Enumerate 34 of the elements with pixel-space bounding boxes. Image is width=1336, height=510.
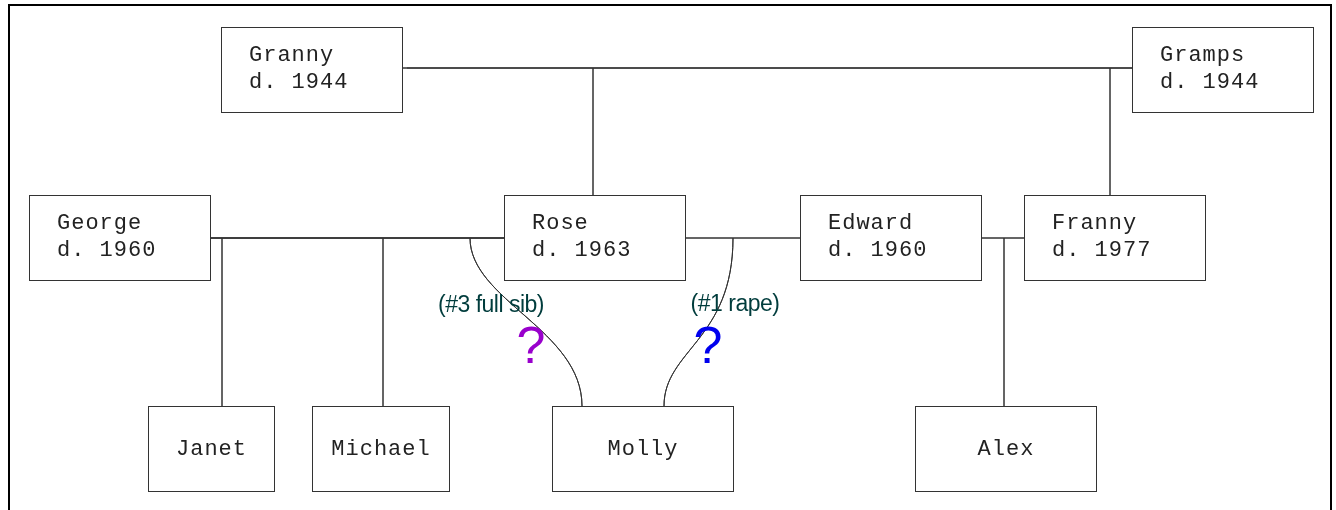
person-box <box>915 406 1097 492</box>
person-name: Michael <box>331 435 431 463</box>
death-year: d. 1960 <box>57 237 158 264</box>
person-box <box>29 195 211 281</box>
person-name: Gramps <box>1160 42 1247 69</box>
person-name: Molly <box>607 435 679 463</box>
question-mark: ? <box>516 319 546 371</box>
person-box <box>221 27 403 113</box>
person-box <box>312 406 450 492</box>
death-year: d. 1944 <box>1160 69 1261 96</box>
person-box <box>1132 27 1314 113</box>
person-box <box>148 406 275 492</box>
person-name: Edward <box>828 210 915 237</box>
death-year: d. 1963 <box>532 237 633 264</box>
person-name: Janet <box>176 435 247 463</box>
person-name: Granny <box>249 42 336 69</box>
person-box <box>504 195 686 281</box>
death-year: d. 1944 <box>249 69 350 96</box>
person-name: Franny <box>1052 210 1139 237</box>
person-box <box>1024 195 1206 281</box>
edge-label: (#3 full sib) <box>438 292 544 316</box>
edge-label: (#1 rape) <box>690 291 780 315</box>
connector-line <box>469 237 583 407</box>
connector-line <box>1109 67 1133 196</box>
person-name: Rose <box>532 210 590 237</box>
question-mark: ? <box>693 319 723 371</box>
person-name: Alex <box>977 435 1035 463</box>
person-box <box>552 406 734 492</box>
connector-line <box>663 237 801 407</box>
death-year: d. 1977 <box>1052 237 1153 264</box>
connector-line <box>1003 237 1025 407</box>
death-year: d. 1960 <box>828 237 929 264</box>
person-name: George <box>57 210 144 237</box>
person-box <box>800 195 982 281</box>
